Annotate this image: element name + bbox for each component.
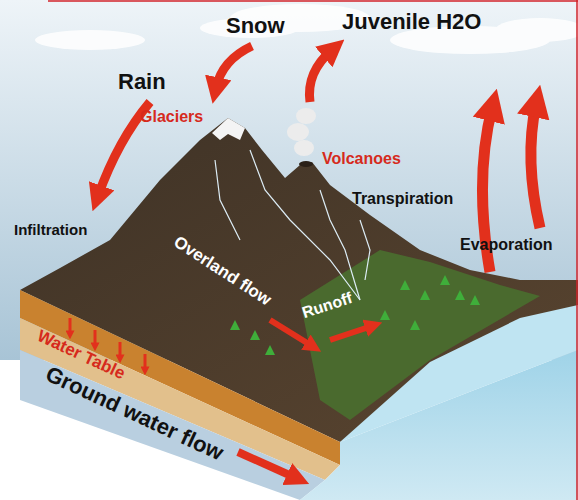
cloud-label: Snow xyxy=(226,14,285,38)
clouds xyxy=(35,4,578,54)
sea-surface xyxy=(340,305,578,442)
process-label: Volcanoes xyxy=(322,150,401,168)
groundwater-zone xyxy=(20,350,325,500)
soil-layer xyxy=(20,290,340,465)
slide-frame xyxy=(48,0,578,500)
volcano-smoke xyxy=(287,108,316,156)
glacier xyxy=(212,118,245,140)
process-label: Evaporation xyxy=(460,236,552,254)
process-label: Infiltration xyxy=(14,222,87,239)
trees xyxy=(230,275,480,355)
cloud-label: Rain xyxy=(118,70,166,94)
volcano-crater xyxy=(299,161,313,167)
cloud-label: Juvenile H2O xyxy=(342,10,481,34)
process-label: Glaciers xyxy=(140,108,203,126)
process-label: Transpiration xyxy=(352,190,453,208)
